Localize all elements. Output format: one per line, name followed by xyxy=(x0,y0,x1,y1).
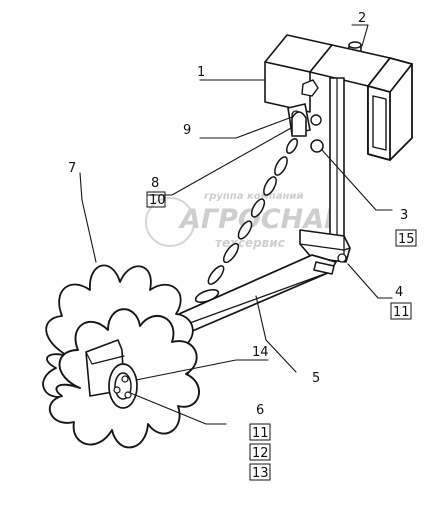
label-7: 7 xyxy=(68,161,76,176)
label-1: 1 xyxy=(197,65,205,80)
part-1-bracket xyxy=(264,34,391,113)
label-15-box xyxy=(395,229,417,247)
callout-labels: 1 2 9 8 10 3 15 4 11 5 14 6 11 12 13 7 xyxy=(68,11,417,481)
part-3-bolts xyxy=(301,79,324,153)
label-13-box xyxy=(249,463,271,481)
watermark-line3: техсервис xyxy=(215,236,285,250)
watermark: группа компаний АГРОСНАБ техсервис xyxy=(145,191,345,250)
label-3: 3 xyxy=(400,208,408,223)
label-10: 10 xyxy=(149,193,166,208)
part-9-plate xyxy=(287,103,311,137)
chain xyxy=(194,138,299,304)
square-tube xyxy=(367,57,413,161)
vertical-post xyxy=(329,77,345,237)
label-12-box xyxy=(249,443,271,461)
label-9: 9 xyxy=(183,123,191,138)
part-4-clamp xyxy=(299,229,351,263)
label-11a: 11 xyxy=(393,305,410,320)
label-11a-box xyxy=(390,302,412,320)
part-5-arm xyxy=(169,254,337,333)
label-10-box xyxy=(146,191,166,208)
watermark-logo-circle xyxy=(145,197,195,247)
label-11b-box xyxy=(249,423,271,441)
label-4: 4 xyxy=(395,285,403,300)
label-14: 14 xyxy=(252,345,269,360)
label-5: 5 xyxy=(312,371,320,386)
leader-lines xyxy=(79,24,393,425)
label-13: 13 xyxy=(252,466,269,481)
watermark-line1: группа компаний xyxy=(204,191,303,202)
label-12: 12 xyxy=(252,446,269,461)
label-11b: 11 xyxy=(252,426,269,441)
label-8: 8 xyxy=(151,176,159,191)
label-6: 6 xyxy=(256,403,264,418)
label-15: 15 xyxy=(398,232,415,247)
part-14-hub xyxy=(85,339,138,409)
label-2: 2 xyxy=(358,11,366,26)
